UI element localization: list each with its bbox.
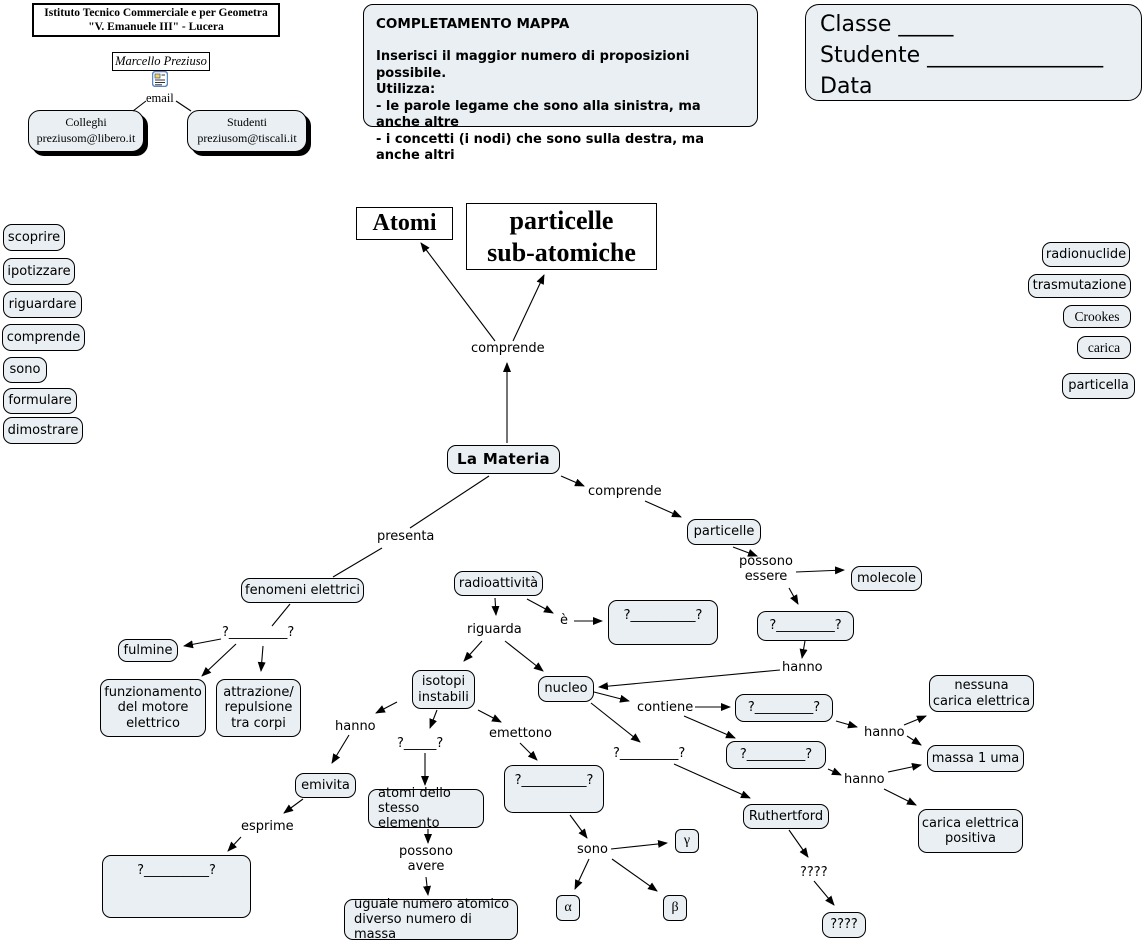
concept-massa-1-uma[interactable]: massa 1 uma (927, 745, 1024, 772)
contact-colleghi: Colleghi preziusom@libero.it (28, 110, 144, 152)
concept-gamma[interactable]: γ (675, 829, 699, 853)
link-hanno-isotopi[interactable]: hanno (335, 719, 376, 734)
contact-studenti: Studenti preziusom@tiscali.it (187, 110, 307, 152)
bank-comprende[interactable]: comprende (2, 324, 85, 351)
link-e[interactable]: è (560, 613, 568, 628)
concept-emivita[interactable]: emivita (295, 773, 356, 798)
concept-beta[interactable]: β (663, 895, 687, 921)
link-qqqq[interactable]: ???? (800, 865, 828, 880)
link-comprende-right[interactable]: comprende (588, 484, 662, 499)
link-emettono[interactable]: emettono (489, 726, 553, 741)
concept-fulmine[interactable]: fulmine (118, 639, 178, 662)
link-possono-essere[interactable]: possono essere (739, 554, 793, 584)
instructions-line: - le parole legame che sono alla sinistr… (376, 98, 701, 131)
bank-formulare[interactable]: formulare (3, 388, 77, 414)
institute-header: Istituto Tecnico Commerciale e per Geome… (32, 3, 280, 37)
concept-la-materia[interactable]: La Materia (447, 445, 560, 474)
contact-name: Colleghi (65, 115, 107, 130)
author-name: Marcello Preziuso (115, 54, 207, 68)
link-contiene[interactable]: contiene (637, 700, 694, 715)
link-presenta[interactable]: presenta (377, 529, 435, 544)
bank-carica[interactable]: carica (1077, 336, 1131, 359)
link-hanno-r2[interactable]: hanno (844, 772, 885, 787)
link-hanno-mid[interactable]: hanno (782, 660, 823, 675)
blank-esprime[interactable]: ?__________? (102, 855, 251, 918)
blank-qqqq[interactable]: ???? (822, 912, 866, 938)
bank-ipotizzare[interactable]: ipotizzare (3, 258, 75, 285)
blank-emettono[interactable]: ?__________? (504, 765, 604, 813)
link-possono-avere[interactable]: possono avere (399, 844, 453, 874)
concept-molecole[interactable]: molecole (851, 566, 922, 591)
concept-fenomeni-elettrici[interactable]: fenomeni elettrici (241, 578, 364, 603)
bank-particella[interactable]: particella (1062, 373, 1135, 399)
blank-contiene-1[interactable]: ?_________? (735, 694, 833, 722)
link-blank-isotopi[interactable]: ?_____? (397, 736, 444, 751)
blank-contiene-2[interactable]: ?_________? (726, 741, 826, 769)
email-label: email (146, 91, 174, 105)
bank-scoprire[interactable]: scoprire (3, 224, 65, 251)
student-form: Classe _____ Studente ________________ D… (805, 4, 1142, 101)
bank-crookes[interactable]: Crookes (1063, 305, 1131, 328)
instructions-line: Utilizza: (376, 82, 436, 98)
instructions-line: - i concetti (i nodi) che sono sulla des… (376, 131, 704, 164)
contact-email[interactable]: preziusom@libero.it (36, 131, 136, 145)
author-box: Marcello Preziuso (112, 52, 210, 71)
concept-alpha[interactable]: α (556, 895, 580, 921)
link-blank-nucleo[interactable]: ?_________? (613, 746, 686, 761)
bank-dimostrare[interactable]: dimostrare (3, 417, 83, 444)
contact-email[interactable]: preziusom@tiscali.it (197, 131, 297, 145)
concept-atomi[interactable]: Atomi (356, 207, 453, 240)
institute-line2: "V. Emanuele III" - Lucera (88, 21, 224, 33)
bank-riguardare[interactable]: riguardare (3, 291, 82, 318)
contact-name: Studenti (226, 115, 267, 130)
instructions-box: COMPLETAMENTO MAPPA Inserisci il maggior… (363, 4, 758, 163)
link-esprime[interactable]: esprime (241, 819, 294, 834)
concept-radioattivita[interactable]: radioattività (454, 571, 543, 596)
bank-sono[interactable]: sono (3, 357, 47, 383)
concept-particelle[interactable]: particelle (687, 519, 761, 545)
email-document-icon (152, 71, 168, 87)
instructions-line: Inserisci il maggior numero di proposizi… (376, 49, 690, 81)
institute-line1: Istituto Tecnico Commerciale e per Geome… (44, 6, 268, 19)
bank-radionuclide[interactable]: radionuclide (1042, 242, 1130, 267)
form-studente[interactable]: Studente ________________ (820, 43, 1104, 68)
link-riguarda[interactable]: riguarda (467, 622, 522, 637)
form-classe[interactable]: Classe _____ (820, 12, 954, 37)
link-blank-fenomeni[interactable]: ?_________? (222, 625, 295, 640)
concept-nucleo[interactable]: nucleo (538, 676, 594, 702)
blank-possono-essere[interactable]: ?_________? (757, 611, 854, 641)
bank-trasmutazione[interactable]: trasmutazione (1028, 274, 1131, 298)
link-comprende-top[interactable]: comprende (471, 341, 545, 356)
blank-e[interactable]: ?__________? (608, 600, 718, 645)
link-hanno-r1[interactable]: hanno (864, 725, 905, 740)
instructions-title: COMPLETAMENTO MAPPA (376, 16, 570, 32)
concept-ruthertford[interactable]: Ruthertford (743, 804, 829, 829)
form-data[interactable]: Data (820, 74, 873, 99)
link-sono[interactable]: sono (577, 842, 608, 857)
